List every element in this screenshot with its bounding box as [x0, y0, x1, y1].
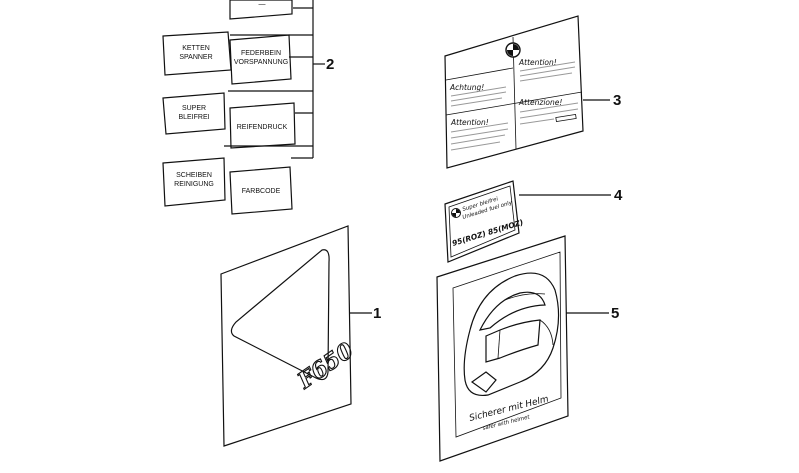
callout-5: 5 [611, 305, 619, 322]
label-super-bleifrei: SUPER BLEIFREI [162, 92, 226, 135]
warning-text-achtung: Achtung! [449, 83, 484, 92]
label-text: REINIGUNG [174, 181, 214, 188]
label-text: BLEIFREI [178, 114, 209, 121]
svg-text:—: — [259, 1, 266, 8]
label-kettenspanner: KETTEN SPANNER [162, 31, 232, 76]
fuel-label-4: Super bleifrei Unleaded fuel only 95(ROZ… [444, 180, 623, 263]
callout-3: 3 [613, 92, 621, 109]
helmet-icon [463, 272, 560, 397]
warning-text-attention: Attention! [518, 58, 557, 67]
helmet-label-5: Sicherer mit Helm safer with helmet 5 [436, 235, 619, 462]
fuel-text-octane: 95(ROZ) 85(MOZ) [451, 218, 524, 248]
warning-label-3: Achtung! Attention! Attention! Attenzion… [444, 15, 621, 169]
warning-text-attenzione: Attenzione! [518, 98, 562, 107]
label-scheiben-reinigung: SCHEIBEN REINIGUNG [162, 157, 226, 207]
label-text: KETTEN [182, 45, 210, 52]
warning-text-lines [450, 61, 579, 151]
label-group-2: — KETTEN SPANNER FEDERBEIN VORSPANNUNG [162, 0, 334, 215]
callout-1: 1 [373, 305, 381, 322]
label-text: SUPER [182, 105, 206, 112]
f650-text: F650 [292, 337, 359, 395]
warning-text-attention-2: Attention! [450, 118, 489, 127]
label-farbcode: FARBCODE [229, 166, 293, 215]
label-reifendruck: REIFENDRUCK [229, 102, 296, 149]
label-text: FARBCODE [242, 188, 281, 195]
bmw-logo-icon [505, 42, 521, 58]
label-text: FEDERBEIN [241, 50, 281, 57]
f650-logo: F650 [292, 337, 360, 396]
bracket-lines [224, 0, 325, 159]
label-text: SPANNER [179, 54, 212, 61]
label-federbein-vorspannung: FEDERBEIN VORSPANNUNG [229, 34, 292, 85]
model-decal-1: F650 1 [220, 225, 381, 447]
label-top-partial [229, 0, 293, 20]
label-text: REIFENDRUCK [237, 124, 288, 131]
label-text: SCHEIBEN [176, 172, 212, 179]
bmw-logo-icon [451, 208, 461, 218]
callout-4: 4 [614, 187, 623, 204]
label-text: VORSPANNUNG [234, 59, 288, 66]
callout-2: 2 [326, 56, 334, 73]
